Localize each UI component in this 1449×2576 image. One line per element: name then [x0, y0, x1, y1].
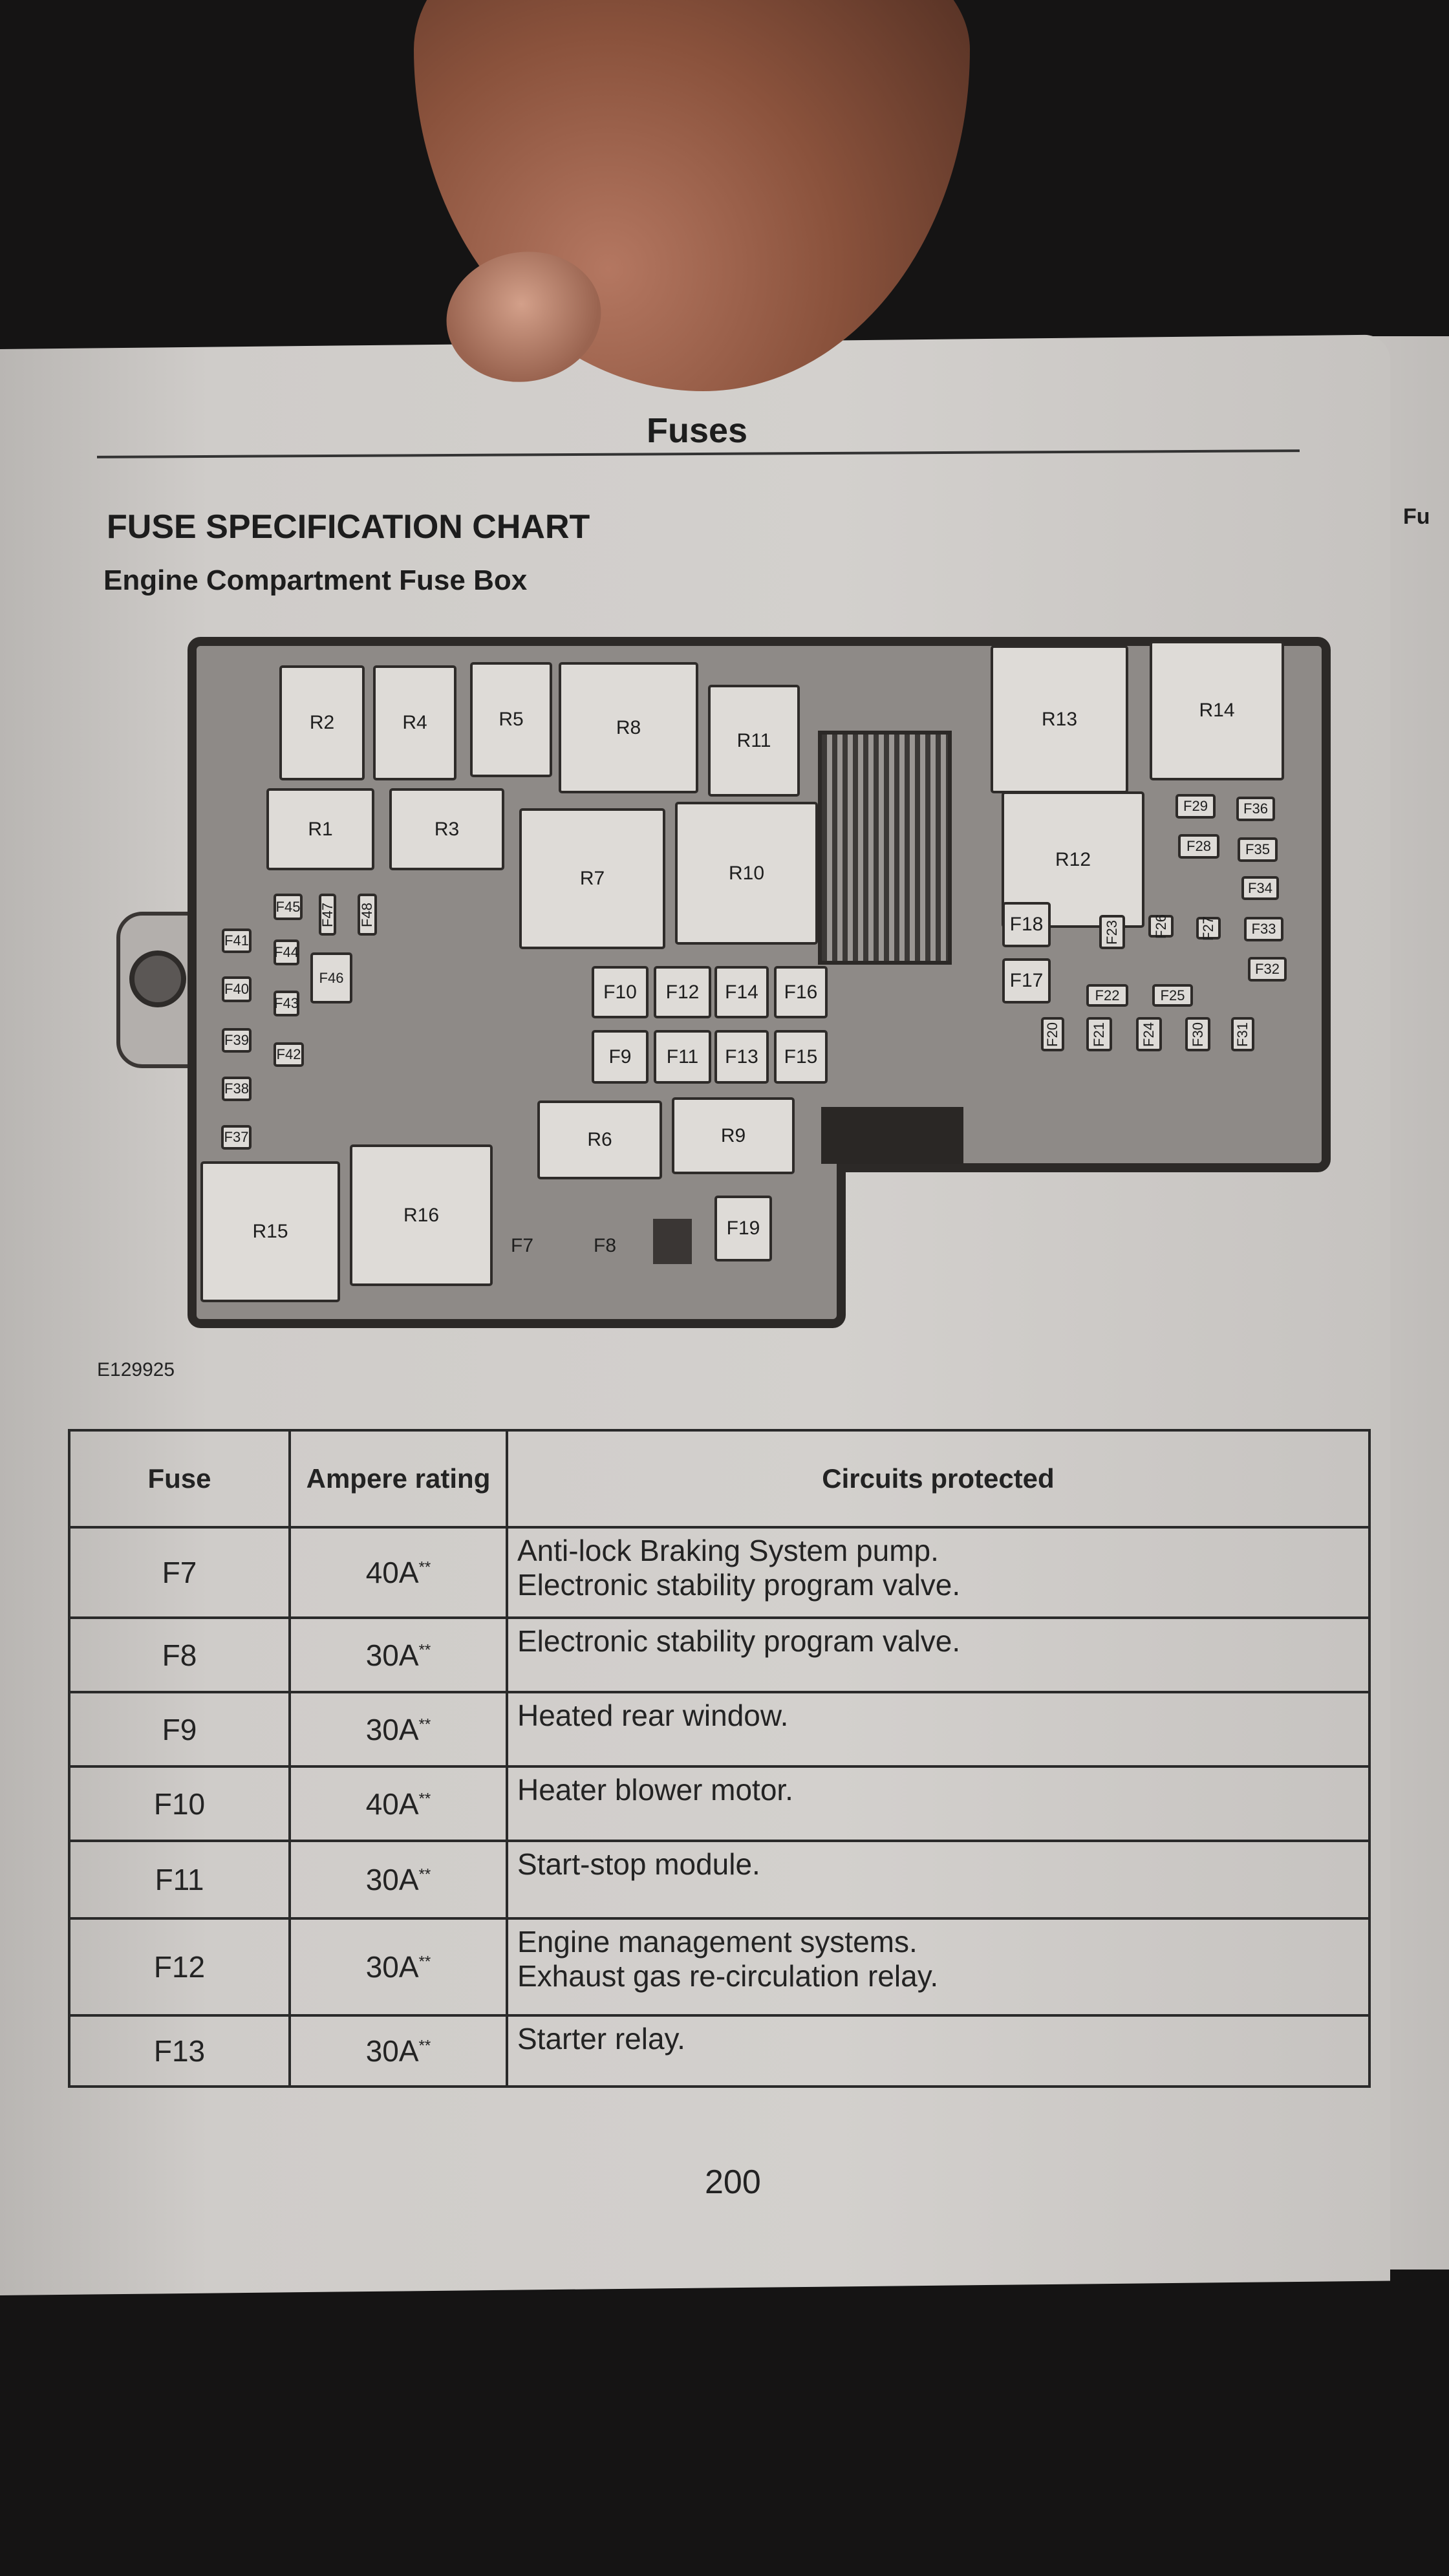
- ampere-cell: 30A**: [288, 1691, 508, 1768]
- table-header-row: Fuse Ampere rating Circuits protected: [68, 1429, 1371, 1529]
- footnote-mark: **: [418, 1715, 431, 1733]
- footnote-mark: **: [418, 1953, 431, 1971]
- ampere-value: 30A: [365, 1638, 419, 1672]
- fuse-cell: F12: [68, 1917, 291, 2017]
- circuits-cell: Engine management systems.Exhaust gas re…: [506, 1917, 1371, 2017]
- circuit-line: Exhaust gas re-circulation relay.: [517, 1959, 939, 1993]
- ampere-value: 30A: [365, 1863, 419, 1896]
- adjacent-page-header: Fu: [1403, 504, 1430, 529]
- ampere-value: 30A: [365, 2034, 419, 2068]
- fuse-cell: F10: [68, 1765, 291, 1842]
- header-circuits: Circuits protected: [506, 1429, 1371, 1529]
- circuits-cell: Heated rear window.: [506, 1691, 1371, 1768]
- circuit-line: Electronic stability program valve.: [517, 1624, 961, 1658]
- circuit-line: Start-stop module.: [517, 1847, 760, 1881]
- ampere-value: 40A: [365, 1556, 419, 1589]
- ampere-value: 40A: [365, 1787, 419, 1821]
- ampere-cell: 30A**: [288, 1840, 508, 1920]
- footnote-mark: **: [418, 1790, 431, 1808]
- circuits-cell: Start-stop module.: [506, 1840, 1371, 1920]
- page-subtitle: Engine Compartment Fuse Box: [103, 564, 528, 596]
- ampere-cell: 30A**: [288, 2014, 508, 2088]
- page-number: 200: [705, 2163, 761, 2201]
- circuits-cell: Anti-lock Braking System pump.Electronic…: [506, 1526, 1371, 1619]
- circuit-line: Heated rear window.: [517, 1699, 789, 1732]
- circuit-line: Engine management systems.: [517, 1925, 918, 1959]
- page-title: FUSE SPECIFICATION CHART: [107, 508, 590, 546]
- fuse-table: Fuse Ampere rating Circuits protected F7…: [68, 1429, 1371, 2088]
- footnote-mark: **: [418, 1558, 431, 1576]
- header-ampere: Ampere rating: [288, 1429, 508, 1529]
- diagram-id: E129925: [97, 1359, 175, 1380]
- fuse-cell: F11: [68, 1840, 291, 1920]
- header-fuse: Fuse: [68, 1429, 291, 1529]
- circuits-cell: Heater blower motor.: [506, 1765, 1371, 1842]
- footnote-mark: **: [418, 2037, 431, 2055]
- ampere-cell: 30A**: [288, 1917, 508, 2017]
- circuit-line: Electronic stability program valve.: [517, 1567, 961, 1602]
- fuse-cell: F13: [68, 2014, 291, 2088]
- section-header: Fuses: [647, 411, 748, 450]
- circuits-cell: Starter relay.: [506, 2014, 1371, 2088]
- circuits-cell: Electronic stability program valve.: [506, 1616, 1371, 1693]
- circuit-line: Anti-lock Braking System pump.: [517, 1534, 939, 1567]
- ampere-value: 30A: [365, 1712, 419, 1746]
- circuit-line: Heater blower motor.: [517, 1773, 793, 1807]
- fuse-cell: F9: [68, 1691, 291, 1768]
- fuse-cell: F7: [68, 1526, 291, 1619]
- ampere-cell: 40A**: [288, 1526, 508, 1619]
- ampere-value: 30A: [365, 1950, 419, 1984]
- circuit-line: Starter relay.: [517, 2022, 685, 2055]
- fuse-cell: F8: [68, 1616, 291, 1693]
- ampere-cell: 30A**: [288, 1616, 508, 1693]
- ampere-cell: 40A**: [288, 1765, 508, 1842]
- footnote-mark: **: [418, 1865, 431, 1884]
- footnote-mark: **: [418, 1641, 431, 1659]
